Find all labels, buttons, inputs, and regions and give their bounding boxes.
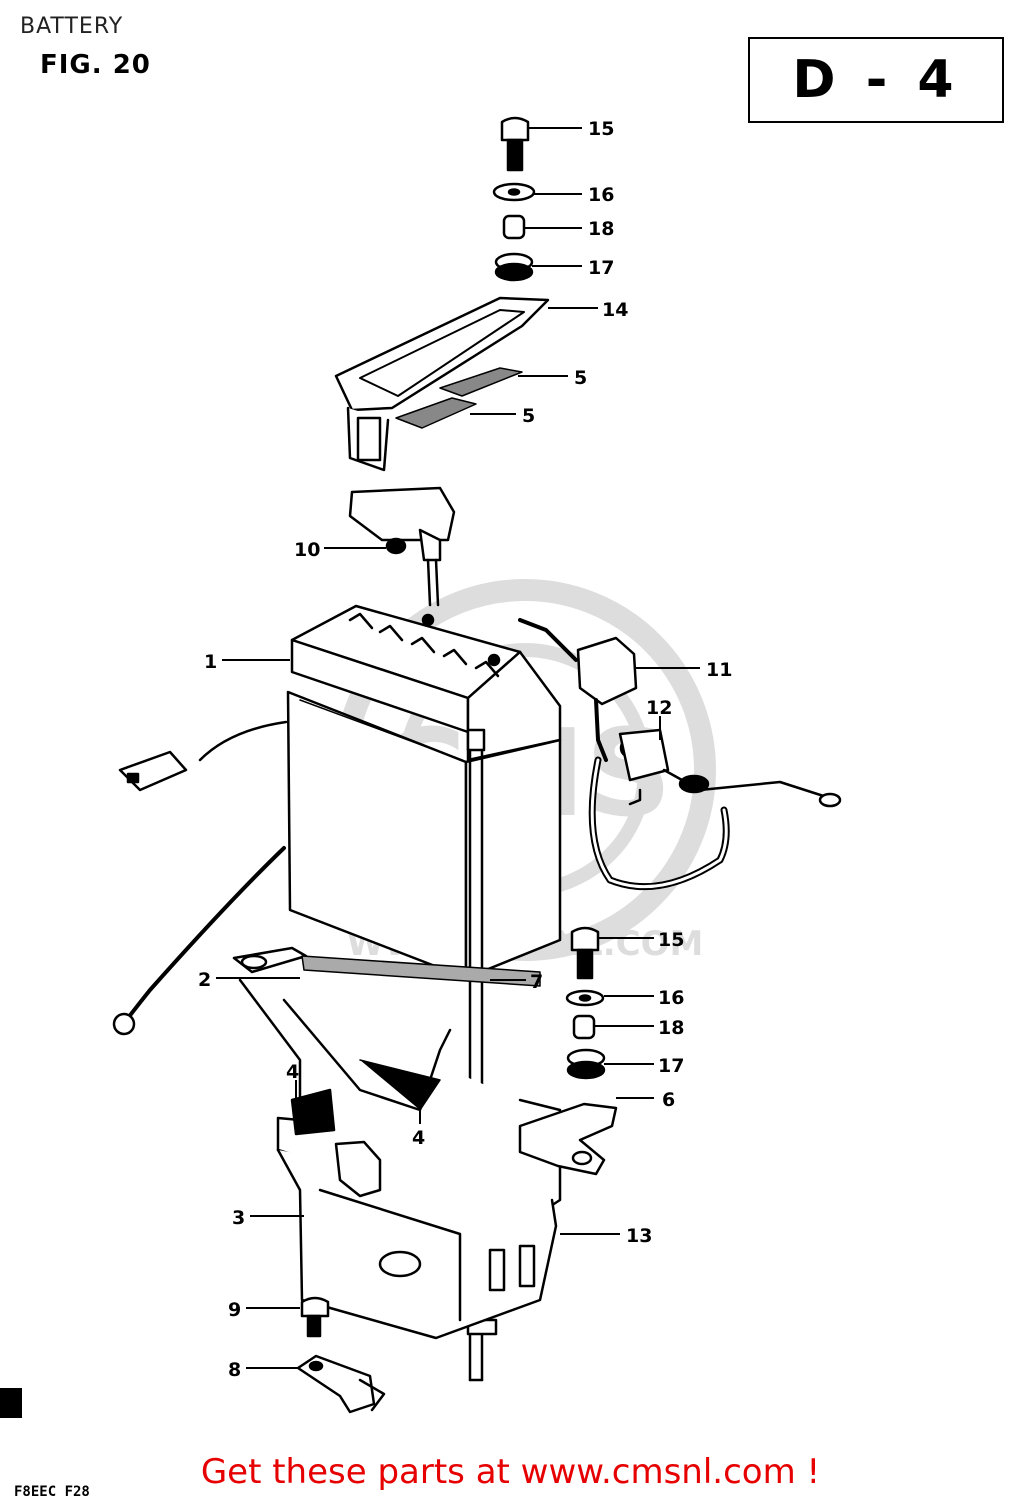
model-code: F8EEC F28 — [14, 1484, 90, 1500]
callout-6: 6 — [662, 1089, 675, 1111]
negative-terminal-ring — [112, 1012, 136, 1036]
terminal-cap-positive — [348, 486, 456, 607]
bolt-lower — [570, 926, 600, 980]
callout-13: 13 — [626, 1225, 652, 1247]
diagram-code-box: D - 4 — [748, 37, 1004, 123]
callout-15-top: 15 — [588, 118, 614, 140]
callout-2: 2 — [198, 969, 211, 991]
callout-5-lower: 5 — [522, 405, 535, 427]
callout-9: 9 — [228, 1299, 241, 1321]
battery-holder-plate — [334, 296, 550, 472]
callout-18-top: 18 — [588, 218, 614, 240]
promo-link[interactable]: Get these parts at www.cmsnl.com ! — [200, 1452, 821, 1492]
battery-bottom-plate — [232, 946, 541, 987]
grommet-lower — [566, 1048, 606, 1080]
section-title: BATTERY — [20, 14, 124, 39]
cushion-lower — [395, 397, 477, 429]
callout-16-top: 16 — [588, 184, 614, 206]
callout-14: 14 — [602, 299, 628, 321]
figure-label: FIG. 20 — [40, 50, 151, 80]
starter-relay-holder — [618, 728, 842, 808]
callout-1: 1 — [204, 651, 217, 673]
callout-12: 12 — [646, 697, 672, 719]
callout-4-left: 4 — [286, 1061, 299, 1083]
callout-5-upper: 5 — [574, 367, 587, 389]
bolt-top — [500, 116, 530, 172]
callout-10: 10 — [294, 539, 320, 561]
callout-4-center: 4 — [412, 1127, 425, 1149]
side-marker — [0, 1388, 22, 1418]
grommet-top — [494, 252, 534, 282]
callout-3: 3 — [232, 1207, 245, 1229]
callout-8: 8 — [228, 1359, 241, 1381]
battery-case — [238, 978, 562, 1340]
callout-18-lower: 18 — [658, 1017, 684, 1039]
callout-7: 7 — [530, 971, 543, 993]
callout-17-top: 17 — [588, 257, 614, 279]
collar-lower — [572, 1014, 596, 1040]
callout-11: 11 — [706, 659, 732, 681]
negative-cable — [126, 846, 286, 1020]
cushion-upper — [439, 367, 523, 397]
positive-cable — [518, 618, 730, 891]
bolt-case — [300, 1296, 330, 1338]
callout-17-lower: 17 — [658, 1055, 684, 1077]
mounting-clip — [296, 1354, 386, 1414]
callout-15-lower: 15 — [658, 929, 684, 951]
side-bracket — [518, 1102, 618, 1176]
breather-hose-upper — [198, 720, 288, 762]
collar-top — [502, 214, 526, 240]
callout-16-lower: 16 — [658, 987, 684, 1009]
battery — [286, 604, 562, 980]
coupler-left — [118, 750, 188, 792]
